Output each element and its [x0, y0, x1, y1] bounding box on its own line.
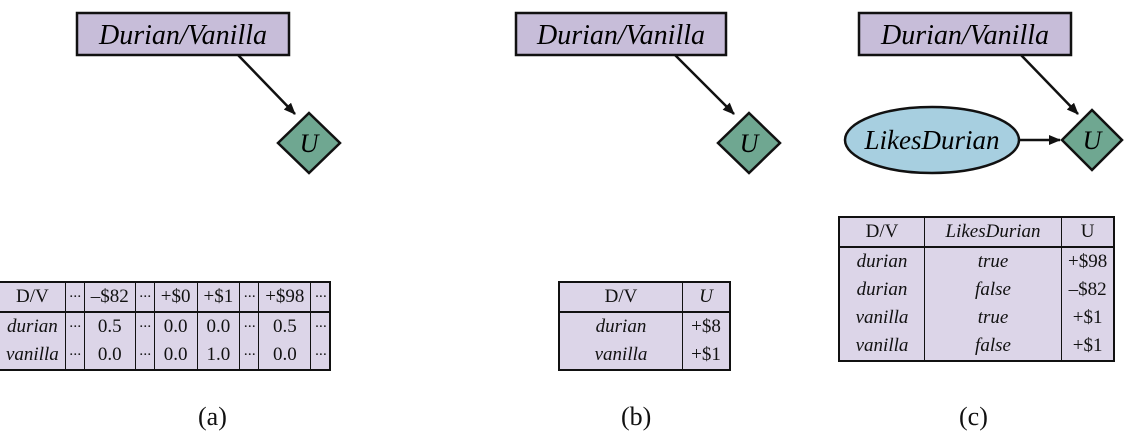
decision-node	[857, 11, 1073, 57]
ellipsis-cell: ···	[134, 281, 155, 313]
ellipsis-cell: ···	[310, 341, 331, 370]
header-cell: +$98	[258, 281, 312, 313]
table-header-row: D/V LikesDurian U	[838, 216, 1115, 248]
panel-b-table: D/V U durian +$8 vanilla +$1	[558, 281, 731, 371]
header-cell: LikesDurian	[924, 216, 1062, 248]
utility-node-label: U	[300, 129, 321, 158]
ellipsis-cell: ···	[239, 281, 260, 313]
row-label: durian	[0, 312, 66, 341]
row-label: vanilla	[0, 341, 66, 370]
header-cell: +$0	[153, 281, 198, 313]
table-cell: 0.0	[196, 312, 241, 341]
decision-node-label: Durian/Vanilla	[98, 20, 267, 51]
chance-node-label: LikesDurian	[864, 125, 1000, 155]
table-cell: 0.0	[153, 341, 198, 370]
table-row: vanilla true +$1	[838, 304, 1115, 332]
table-row: vanilla false +$1	[838, 332, 1115, 361]
table-cell: 0.5	[83, 312, 136, 341]
header-cell: U	[1061, 216, 1115, 248]
table-header-row: D/V ··· –$82 ··· +$0 +$1 ··· +$98 ···	[0, 281, 331, 313]
panel-b-caption: (b)	[621, 402, 652, 431]
header-cell: D/V	[0, 281, 66, 313]
row-label: durian	[838, 276, 925, 304]
table-cell: 0.0	[83, 341, 136, 370]
table-cell: 0.5	[258, 312, 312, 341]
row-label: vanilla	[558, 341, 683, 370]
ellipsis-cell: ···	[239, 312, 260, 341]
table-cell: +$98	[1061, 247, 1115, 276]
ellipsis-cell: ···	[134, 341, 155, 370]
decision-node-label: Durian/Vanilla	[880, 20, 1049, 51]
table-cell: false	[924, 276, 1062, 304]
ellipsis-cell: ···	[64, 312, 85, 341]
table-header-row: D/V U	[558, 281, 731, 313]
panel-c-diagram: Durian/Vanilla LikesDurian U	[843, 11, 1124, 175]
row-label: vanilla	[838, 304, 925, 332]
table-cell: +$1	[1061, 304, 1115, 332]
decision-node	[514, 11, 728, 57]
table-cell: false	[924, 332, 1062, 361]
table-cell: –$82	[1061, 276, 1115, 304]
ellipsis-cell: ···	[64, 281, 85, 313]
ellipsis-cell: ···	[64, 341, 85, 370]
header-cell: +$1	[196, 281, 241, 313]
row-label: durian	[838, 247, 925, 276]
table-cell: +$8	[682, 312, 731, 341]
row-label: vanilla	[838, 332, 925, 361]
ellipsis-cell: ···	[239, 341, 260, 370]
panel-c-table: D/V LikesDurian U durian true +$98 duria…	[838, 216, 1116, 362]
ellipsis-cell: ···	[310, 281, 331, 313]
header-cell: D/V	[838, 216, 925, 248]
panel-a-diagram: Durian/Vanilla U	[75, 11, 342, 175]
decision-node	[75, 11, 291, 57]
table-cell: +$1	[1061, 332, 1115, 361]
table-cell: true	[924, 304, 1062, 332]
panel-a-table: D/V ··· –$82 ··· +$0 +$1 ··· +$98 ··· du…	[0, 281, 332, 371]
table-row: durian true +$98	[838, 247, 1115, 276]
utility-node	[716, 111, 782, 175]
header-cell: U	[682, 281, 731, 313]
panel-a-caption: (a)	[198, 402, 227, 431]
decision-to-utility-arrow	[674, 54, 735, 115]
table-cell: true	[924, 247, 1062, 276]
ellipsis-cell: ···	[310, 312, 331, 341]
header-cell: D/V	[558, 281, 683, 313]
table-cell: 0.0	[153, 312, 198, 341]
utility-node-label: U	[1083, 126, 1104, 155]
utility-node	[276, 111, 342, 175]
decision-node-label: Durian/Vanilla	[536, 20, 705, 51]
table-row: durian false –$82	[838, 276, 1115, 304]
table-row: vanilla ··· 0.0 ··· 0.0 1.0 ··· 0.0 ···	[0, 341, 331, 370]
table-row: durian ··· 0.5 ··· 0.0 0.0 ··· 0.5 ···	[0, 312, 331, 341]
decision-to-utility-arrow	[237, 54, 296, 115]
table-row: durian +$8	[558, 312, 731, 341]
row-label: durian	[558, 312, 683, 341]
ellipsis-cell: ···	[134, 312, 155, 341]
table-row: vanilla +$1	[558, 341, 731, 370]
utility-node-label: U	[740, 129, 761, 158]
table-cell: 1.0	[196, 341, 241, 370]
table-cell: +$1	[682, 341, 731, 370]
panel-b-diagram: Durian/Vanilla U	[514, 11, 782, 175]
utility-node	[1060, 108, 1124, 172]
header-cell: –$82	[83, 281, 136, 313]
decision-to-utility-arrow	[1020, 54, 1079, 115]
table-cell: 0.0	[258, 341, 312, 370]
panel-c-caption: (c)	[959, 402, 988, 431]
